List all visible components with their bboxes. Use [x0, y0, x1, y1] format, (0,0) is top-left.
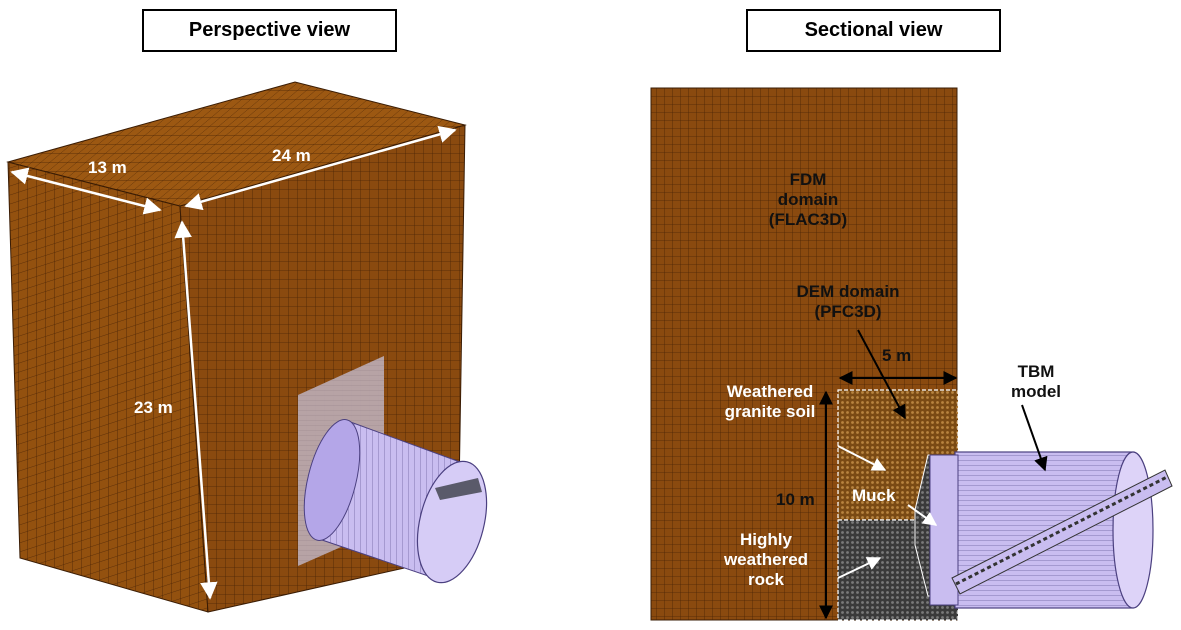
- label-24m: 24 m: [272, 146, 311, 165]
- dim-13m-arrow: [10, 167, 162, 215]
- dim-24m-arrow: [184, 125, 457, 211]
- label-13m: 13 m: [88, 158, 127, 177]
- soil-pointer-arrow: [837, 445, 887, 471]
- rock-label-line1: Highly: [740, 530, 792, 549]
- dem-pointer-arrow: [857, 329, 906, 420]
- muck-label: Muck: [852, 486, 896, 505]
- dem-domain-label: DEM domain (PFC3D): [768, 282, 928, 322]
- rock-pointer-arrow: [837, 557, 882, 579]
- muck-pointer-arrow: [907, 504, 938, 526]
- tbm-screw-section: [951, 469, 1173, 595]
- perspective-view-title: Perspective view: [142, 9, 397, 52]
- tbm-cylinder-rear: [303, 419, 361, 541]
- tbm-label-line2: model: [1010, 382, 1062, 401]
- tbm-section: [929, 451, 1173, 609]
- tbm-shield: [954, 451, 1134, 609]
- tbm-label-line1: TBM: [1017, 362, 1055, 381]
- sectional-view-title-text: Sectional view: [804, 19, 943, 41]
- tbm-model-label: TBM model: [1006, 362, 1066, 402]
- label-10m: 10 m: [776, 490, 815, 509]
- fdm-label-line2: domain: [777, 190, 839, 209]
- tbm-perspective: [303, 419, 488, 584]
- weathered-soil-label: Weathered granite soil: [710, 382, 830, 422]
- block-front-face: [7, 161, 209, 613]
- fdm-domain-label: FDM domain (FLAC3D): [758, 170, 858, 230]
- dem-label-line2: (PFC3D): [814, 302, 882, 321]
- dim-23m-arrow: [174, 220, 218, 600]
- tbm-screw-conveyor: [435, 478, 482, 500]
- tbm-screw-core: [955, 475, 1168, 586]
- weathered-rock-label: Highly weathered rock: [716, 530, 816, 590]
- rock-label-line3: rock: [748, 570, 784, 589]
- sectional-view-title: Sectional view: [746, 9, 1001, 52]
- label-5m: 5 m: [882, 346, 912, 365]
- fdm-label-line1: FDM: [789, 170, 827, 189]
- tbm-shield-end: [1112, 451, 1154, 609]
- soil-label-line1: Weathered: [726, 382, 814, 401]
- soil-label-line2: granite soil: [724, 402, 816, 421]
- dem-label-line1: DEM domain: [796, 282, 900, 301]
- fdm-label-line3: (FLAC3D): [768, 210, 848, 229]
- label-23m: 23 m: [134, 398, 173, 417]
- perspective-view-title-text: Perspective view: [188, 19, 351, 41]
- tbm-pointer-arrow: [1021, 404, 1048, 472]
- rock-label-line2: weathered: [723, 550, 809, 569]
